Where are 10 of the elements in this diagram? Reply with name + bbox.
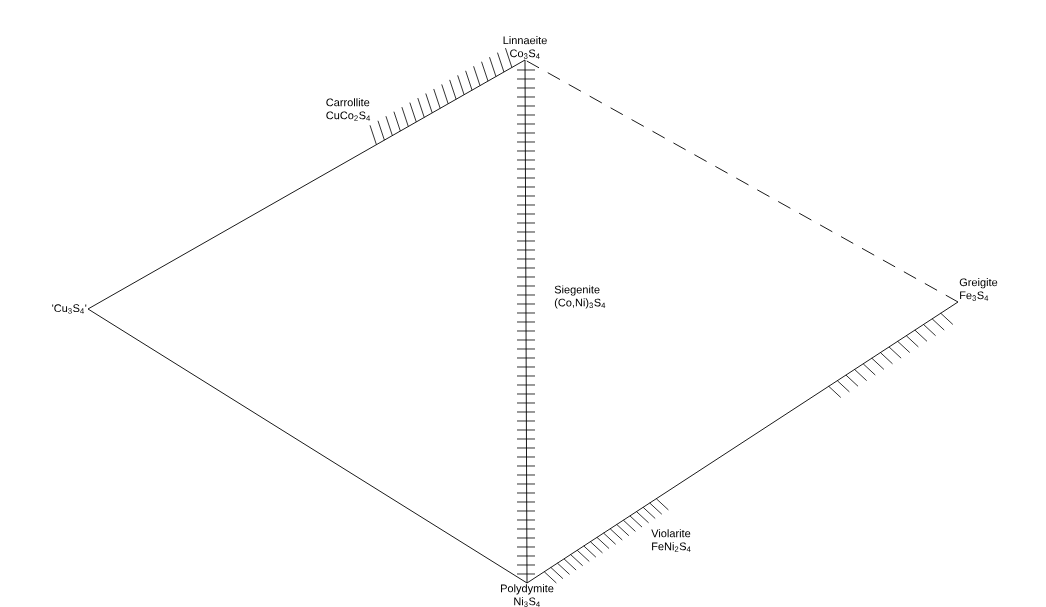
vertex-label: 'Cu$_{3}$S$_{4}$' — [52, 304, 87, 314]
line — [87, 59, 526, 310]
line — [524, 59, 528, 584]
mineral-label: Siegenite (Co,Ni)$_{3}$S$_{4}$ — [554, 285, 606, 309]
vertex-label: Greigite Fe$_{3}$S$_{4}$ — [959, 278, 998, 301]
mineral-label: Carrollite CuCo$_{2}$S$_{4}$ — [326, 98, 371, 121]
vertex-label: Polydymite Ni$_{3}$S$_{4}$ — [501, 584, 554, 607]
mineral-label: Violarite FeNi$_{2}$S$_{4}$ — [651, 529, 691, 552]
line — [87, 308, 528, 584]
vertex-label: Linnaeite Co$_{3}$S$_{4}$ — [503, 36, 547, 59]
